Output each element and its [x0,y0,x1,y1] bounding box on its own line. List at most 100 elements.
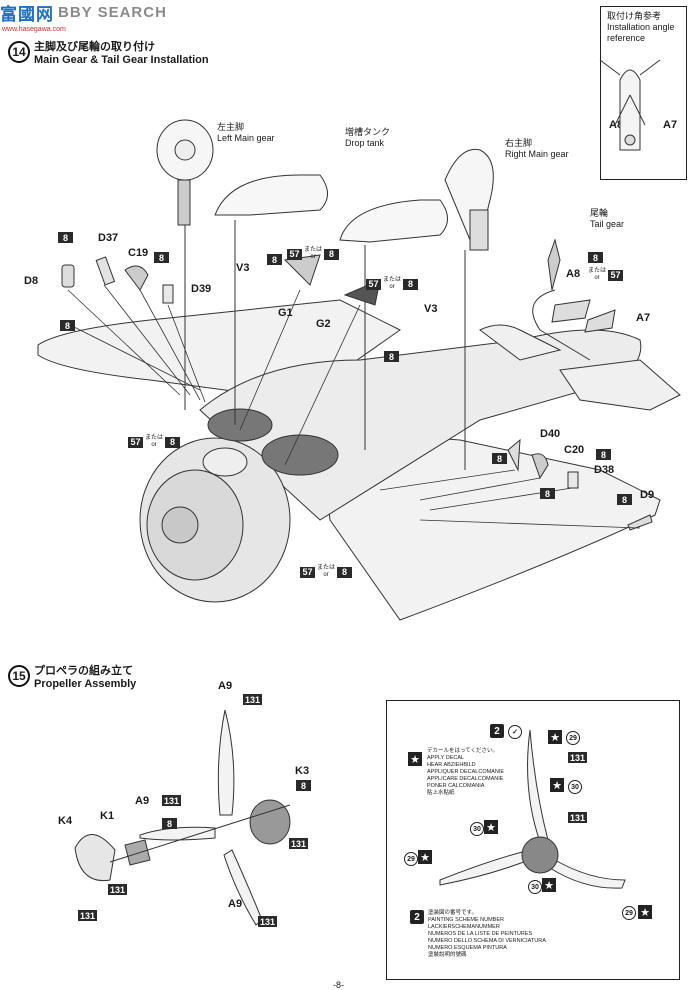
paint-131-decal-right: 131 [568,812,588,823]
watermark-url: www.hasegawa.com [2,26,66,33]
part-d40-shape [507,438,521,472]
part-label-a9-left: A9 [135,795,150,807]
reference-label-a7: A7 [663,119,678,131]
part-k1-shape [124,839,151,866]
decal-star-icon: ★ [484,820,498,834]
paint-8-strut: 8 [60,320,75,331]
watermark-logo: 富國网 [0,5,54,25]
part-label-g1: G1 [278,307,293,319]
painting-scheme-legend: 塗装図の番号です。 PAINTING SCHEME NUMBER LACKIER… [428,910,546,958]
paint-8-d8: 8 [58,232,73,243]
drop-tank-right [339,199,448,243]
part-d37-shape [95,256,116,286]
part-d8-shape [61,264,75,288]
scheme-legend-badge: 2 [410,910,424,924]
check-icon: ✓ [508,725,522,739]
part-label-g2: G2 [316,318,331,330]
decal-star-icon: ★ [418,850,432,864]
airframe-fin [479,324,562,361]
part-d39-shape [162,284,174,304]
decal-propeller-drawing [439,729,626,889]
part-label-v3-left: V3 [236,262,250,274]
part-label-d40: D40 [540,428,561,440]
paint-131-k3: 131 [289,838,309,849]
right-main-gear-label-jp: 右主脚 [505,138,533,148]
drop-tank-label-jp: 増槽タンク [345,127,391,137]
paint-8-k1: 8 [162,818,177,829]
reference-tail-sketch [599,59,661,151]
part-label-a8: A8 [566,268,581,280]
part-label-k1: K1 [100,810,115,822]
part-label-d37: D37 [98,232,119,244]
part-label-a9-bottom: A9 [228,898,243,910]
part-label-d9: D9 [640,489,655,501]
paint-8-tail-gear: 8 [588,252,603,263]
part-label-v3-right: V3 [424,303,438,315]
paint-131-a9-left: 131 [162,795,182,806]
part-label-k4: K4 [58,815,73,827]
step14-title-jp: 主脚及び尾輪の取り付け [34,41,155,53]
tail-gear-label-jp: 尾輪 [590,208,609,218]
part-c19-shape [124,265,149,291]
step15-header: 15 プロペラの組み立て Propeller Assembly [8,662,136,690]
step15-number: 15 [8,665,30,687]
part-label-c20: C20 [564,444,585,456]
watermark-site: BBY SEARCH [58,4,167,21]
part-a7-shape [584,309,616,333]
tail-gear-drawing [532,238,591,361]
page-number: -8- [333,980,344,990]
right-main-gear-drawing [444,148,494,470]
step14-header: 14 主脚及び尾輪の取り付け Main Gear & Tail Gear Ins… [8,38,209,66]
part-label-d8: D8 [24,275,39,287]
airframe-tailplane [559,359,681,411]
propeller-assembly-drawing [74,709,291,926]
paint-131-decal-top: 131 [568,752,588,763]
watermark: 富國网 BBY SEARCH [0,0,167,25]
decal-number-29: 29 [404,852,418,866]
step15-title-jp: プロペラの組み立て [34,665,133,677]
decal-number-30: 30 [470,822,484,836]
paint-131-k4: 131 [78,910,98,921]
decal-star-icon: ★ [550,778,564,792]
part-label-a9-top: A9 [218,680,233,692]
decal-star-icon: ★ [548,730,562,744]
wheel-well-left [207,408,273,442]
reference-title-en-2: reference [607,33,646,43]
part-label-k3: K3 [295,765,310,777]
part-label-a7: A7 [636,312,651,324]
paint-131-a9-bottom: 131 [258,916,278,927]
paint-8-k3: 8 [296,780,311,791]
paint-131-a9-top: 131 [243,694,263,705]
step15-title-en: Propeller Assembly [34,678,137,690]
painting-scheme-badge: 2 [490,724,504,738]
step14-number: 14 [8,41,30,63]
decal-star-icon: ★ [542,878,556,892]
propeller-blade-top [217,709,235,816]
paint-8-c20: 8 [596,449,611,460]
part-a8-shape [551,299,591,323]
tail-gear-label-en: Tail gear [590,219,625,229]
part-d9-shape [627,514,653,531]
decal-number-29: 29 [566,731,580,745]
wheel-well-right [261,434,339,476]
spinner-k4 [74,834,116,882]
left-main-gear-drawing [156,119,214,410]
part-d38-shape [567,471,579,489]
step14-title-en: Main Gear & Tail Gear Installation [34,54,209,66]
part-label-d38: D38 [594,464,615,476]
propeller-blade-left [139,826,216,841]
paint-8-d9: 8 [617,494,632,505]
paint-8-c19: 8 [154,252,169,263]
part-label-d39: D39 [191,283,212,295]
part-g1-shape [283,254,321,286]
decal-number-29: 29 [622,906,636,920]
decal-painting-box [386,700,680,980]
part-label-c19: C19 [128,247,149,259]
reference-title-en-1: Installation angle [607,22,675,32]
decal-number-30: 30 [568,780,582,794]
